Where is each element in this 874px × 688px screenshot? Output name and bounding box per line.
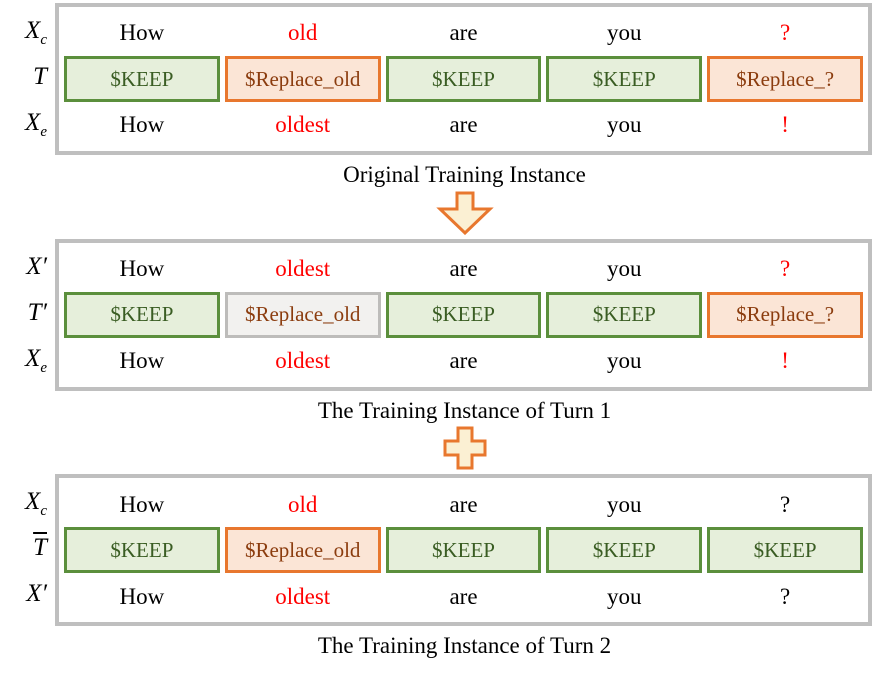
word-cell-error: ! [781,112,789,138]
caption-original: Original Training Instance [343,162,586,187]
predicted-sentence-row: How oldest are you ? [64,576,863,616]
tag-chip-keep: $KEEP [546,56,703,102]
word-cell: How [119,583,165,609]
word-cell: ? [779,583,791,609]
word-cell: you [607,20,642,46]
row-labels-original: Xc T Xe [0,3,55,155]
word-cell: How [119,112,165,138]
word-cell-error: ! [781,347,789,373]
source-sentence-row: How old are you ? [64,13,863,53]
panel-turn1: X′ T′ Xe How oldest are you ? $KEEP $Rep… [0,238,872,391]
table-turn2: How old are you ? $KEEP $Replace_old $KE… [55,474,872,627]
tag-chip-replace: $Replace_old [224,527,381,574]
row-label-xe: Xe [25,344,47,376]
tag-chip-keep: $KEEP [64,56,220,102]
caption-turn1: The Training Instance of Turn 1 [317,397,612,423]
tag-chip-keep: $KEEP [707,527,863,574]
tag-chip-replace-inactive: $Replace_old [224,291,381,338]
tag-chip-keep: $KEEP [546,291,703,338]
tag-chip-keep: $KEEP [385,291,542,338]
row-labels-turn2: Xc T X′ [0,474,55,626]
error-sentence-row: How oldest are you ! [64,341,863,381]
table-turn1: How oldest are you ? $KEEP $Replace_old … [55,238,872,391]
source-sentence-row: How oldest are you ? [64,249,863,289]
row-labels-turn1: X′ T′ Xe [0,239,55,391]
down-arrow-icon [435,191,494,235]
word-cell: ? [779,491,791,517]
word-cell: are [449,255,478,281]
word-cell: you [607,112,642,138]
word-cell-error: ? [779,20,791,46]
word-cell: are [449,583,478,609]
word-cell: How [119,491,165,517]
plus-icon [443,426,487,470]
caption-turn2: The Training Instance of Turn 2 [317,633,612,659]
row-label-xc: Xc [25,488,47,520]
tag-chip-replace: $Replace_? [707,291,863,338]
row-label-xc: Xc [25,17,47,48]
tag-row: $KEEP $Replace_old $KEEP $KEEP $Replace_… [64,56,863,102]
word-cell-error: ? [779,255,791,281]
row-label-xprime: X′ [26,252,47,280]
source-sentence-row: How old are you ? [64,484,863,524]
word-cell-error: old [288,20,318,46]
word-cell: How [119,255,165,281]
tag-chip-keep: $KEEP [546,527,703,574]
row-label-xprime: X′ [26,580,47,608]
row-label-tbar: T [33,534,47,562]
table-original: How old are you ? $KEEP $Replace_old $KE… [55,3,872,155]
tag-chip-replace: $Replace_old [224,56,381,102]
row-label-t: T [33,63,47,90]
tag-chip-keep: $KEEP [385,56,542,102]
row-label-xe: Xe [25,109,47,140]
word-cell: are [449,20,478,46]
word-cell: you [607,347,642,373]
word-cell: you [607,491,642,517]
word-cell: are [449,491,478,517]
error-sentence-row: How oldest are you ! [64,105,863,145]
tag-row: $KEEP $Replace_old $KEEP $KEEP $Replace_… [64,291,863,338]
tag-chip-keep: $KEEP [64,527,220,574]
word-cell-error: oldest [275,255,331,281]
row-label-tprime: T′ [27,298,47,326]
word-cell: are [449,347,478,373]
word-cell-error: oldest [275,347,331,373]
connector-1 [0,191,874,235]
connector-2 [0,426,874,470]
tag-chip-replace: $Replace_? [707,56,863,102]
word-cell-error: oldest [275,112,331,138]
word-cell: you [607,583,642,609]
panel-turn2: Xc T X′ How old are you ? $KEEP $Replace… [0,474,872,627]
tag-row: $KEEP $Replace_old $KEEP $KEEP $KEEP [64,527,863,574]
word-cell-error: oldest [275,583,331,609]
panel-original: Xc T Xe How old are you ? $KEEP $Replace… [0,3,872,155]
tag-chip-keep: $KEEP [64,291,220,338]
word-cell: How [119,20,165,46]
word-cell-error: old [288,491,318,517]
tag-chip-keep: $KEEP [385,527,542,574]
word-cell: are [449,112,478,138]
word-cell: How [119,347,165,373]
word-cell: you [607,255,642,281]
